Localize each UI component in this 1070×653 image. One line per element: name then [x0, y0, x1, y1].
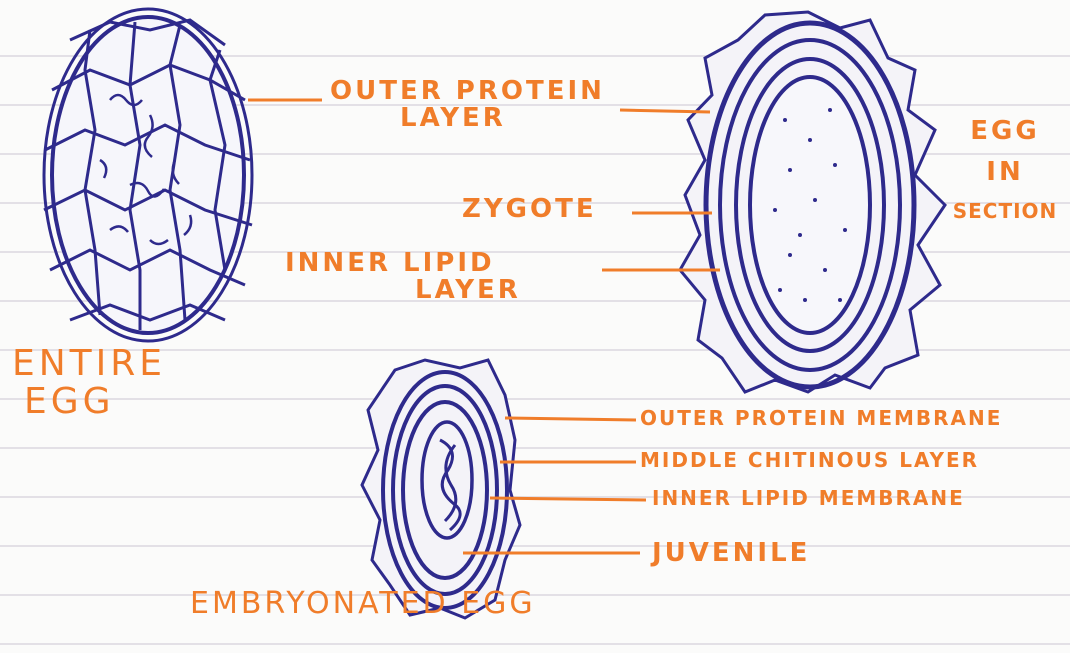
- label-egg-in-section-line1: EGG: [945, 118, 1065, 145]
- label-outer-protein-membrane-text: OUTER PROTEIN MEMBRANE: [640, 406, 1002, 430]
- label-middle-chitinous-layer: MIDDLE CHITINOUS LAYER: [640, 450, 979, 471]
- label-egg-in-section-line3: SECTION: [945, 201, 1065, 222]
- pointer-section-outer-protein: [620, 110, 710, 112]
- label-entire-egg-line1: ENTIRE: [12, 345, 166, 383]
- pointer-inner-lipid-membrane: [490, 498, 646, 500]
- label-inner-lipid-membrane: INNER LIPID MEMBRANE: [652, 488, 965, 509]
- label-outer-protein-membrane: OUTER PROTEIN MEMBRANE: [640, 408, 1002, 429]
- label-inner-lipid-layer: INNER LIPID LAYER: [285, 250, 521, 305]
- label-outer-protein-line2: LAYER: [400, 105, 605, 132]
- label-outer-protein-line1: OUTER PROTEIN: [330, 78, 605, 105]
- label-inner-lipid-membrane-line1: INNER LIPID MEMBRANE: [652, 488, 965, 509]
- label-zygote: ZYGOTE: [462, 196, 597, 223]
- pointer-outer-protein-membrane: [505, 418, 636, 420]
- label-outer-protein-layer: OUTER PROTEIN LAYER: [330, 78, 605, 133]
- label-juvenile-text: JUVENILE: [652, 538, 810, 568]
- label-juvenile: JUVENILE: [652, 540, 810, 567]
- label-inner-lipid-line1: INNER LIPID: [285, 250, 521, 277]
- egg-in-section-drawing: [680, 12, 945, 392]
- label-embryonated-egg: EMBRYONATED EGG: [190, 588, 536, 620]
- label-entire-egg-line2: EGG: [24, 383, 166, 421]
- label-zygote-text: ZYGOTE: [462, 194, 597, 224]
- embryonated-egg-drawing: [362, 360, 520, 618]
- label-embryonated-egg-text: EMBRYONATED EGG: [190, 586, 536, 621]
- entire-egg-drawing: [44, 9, 252, 341]
- label-egg-in-section: EGG IN SECTION: [945, 118, 1065, 222]
- label-inner-lipid-line2: LAYER: [415, 277, 521, 304]
- label-egg-in-section-line2: IN: [945, 159, 1065, 186]
- label-middle-chitinous-text: MIDDLE CHITINOUS LAYER: [640, 448, 979, 472]
- label-entire-egg: ENTIRE EGG: [12, 345, 166, 421]
